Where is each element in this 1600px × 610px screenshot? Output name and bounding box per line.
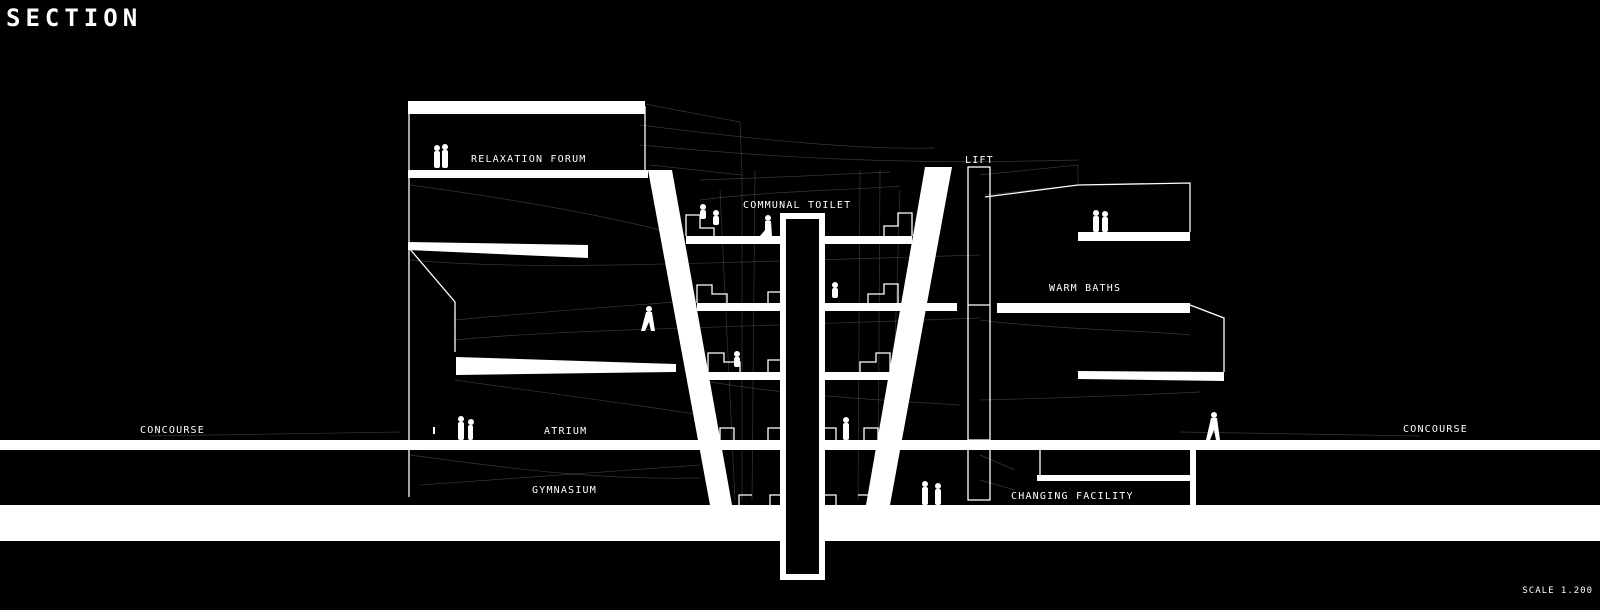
person-figure — [922, 481, 928, 505]
person-figure — [700, 204, 706, 219]
label-gymnasium: GYMNASIUM — [532, 485, 597, 496]
person-figure — [468, 419, 474, 440]
relaxation-forum-floor — [408, 170, 648, 178]
person-figure — [442, 144, 448, 168]
human-figures — [433, 144, 1220, 505]
left-cantilever-lower — [456, 357, 676, 375]
person-figure — [713, 210, 719, 225]
warm-baths-floor — [997, 303, 1190, 313]
label-communal-toilet: COMMUNAL TOILET — [743, 200, 851, 211]
left-cantilever-upper — [408, 242, 588, 258]
person-figure — [1093, 210, 1099, 232]
label-atrium: ATRIUM — [544, 426, 587, 437]
section-cut-solids — [0, 101, 1600, 580]
person-figure — [935, 483, 941, 505]
person-figure — [458, 416, 464, 440]
upper-right-terrace — [1078, 232, 1190, 241]
label-concourse-left: CONCOURSE — [140, 425, 205, 436]
label-concourse-right: CONCOURSE — [1403, 424, 1468, 435]
central-core-void — [786, 219, 819, 574]
space-labels: RELAXATION FORUM COMMUNAL TOILET LIFT WA… — [140, 154, 1468, 502]
label-warm-baths: WARM BATHS — [1049, 283, 1121, 294]
person-figure — [641, 306, 655, 331]
person-figure — [832, 282, 838, 298]
person-figure — [1206, 412, 1220, 440]
label-changing-facility: CHANGING FACILITY — [1011, 491, 1134, 502]
right-inclined-wall — [866, 167, 952, 505]
lift-shaft — [967, 166, 991, 501]
person-figure — [760, 215, 772, 236]
label-lift: LIFT — [965, 155, 994, 166]
person-figure — [434, 145, 440, 168]
roof-slab — [408, 101, 645, 114]
left-inclined-wall — [648, 170, 732, 505]
scale-note: SCALE 1.200 — [1522, 586, 1593, 596]
person-figure — [734, 351, 740, 367]
person-figure — [843, 417, 849, 440]
right-cantilever — [1078, 371, 1224, 381]
drawing-title: SECTION — [6, 4, 142, 32]
right-basement-wall — [1190, 450, 1196, 505]
core-landings — [765, 236, 840, 450]
label-relaxation-forum: RELAXATION FORUM — [471, 154, 587, 165]
person-figure — [1102, 211, 1108, 232]
changing-facility-mezzanine — [1037, 475, 1193, 481]
bollard — [433, 427, 435, 434]
